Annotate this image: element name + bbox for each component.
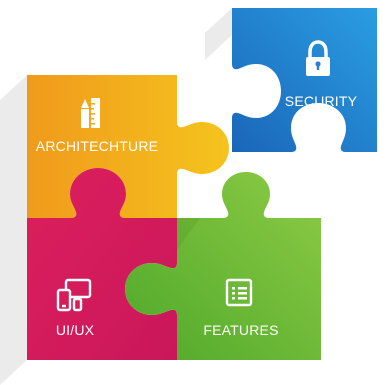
- uiux-label: UI/UX: [55, 322, 95, 338]
- features-label: FEATURES: [203, 322, 279, 338]
- pencil-ruler-icon: [81, 98, 100, 128]
- features-piece: [125, 172, 321, 360]
- architecture-label: ARCHITECHTURE: [35, 138, 159, 154]
- security-label: SECURITY: [284, 93, 358, 109]
- shadow: [205, 8, 232, 60]
- architecture-piece: [27, 75, 229, 218]
- uiux-piece: [27, 168, 177, 360]
- devices-icon: [56, 278, 92, 312]
- list-icon: [225, 278, 253, 307]
- shadow: [177, 218, 200, 250]
- lock-icon: [306, 40, 330, 76]
- security-piece: [232, 8, 377, 152]
- shadow: [0, 75, 27, 385]
